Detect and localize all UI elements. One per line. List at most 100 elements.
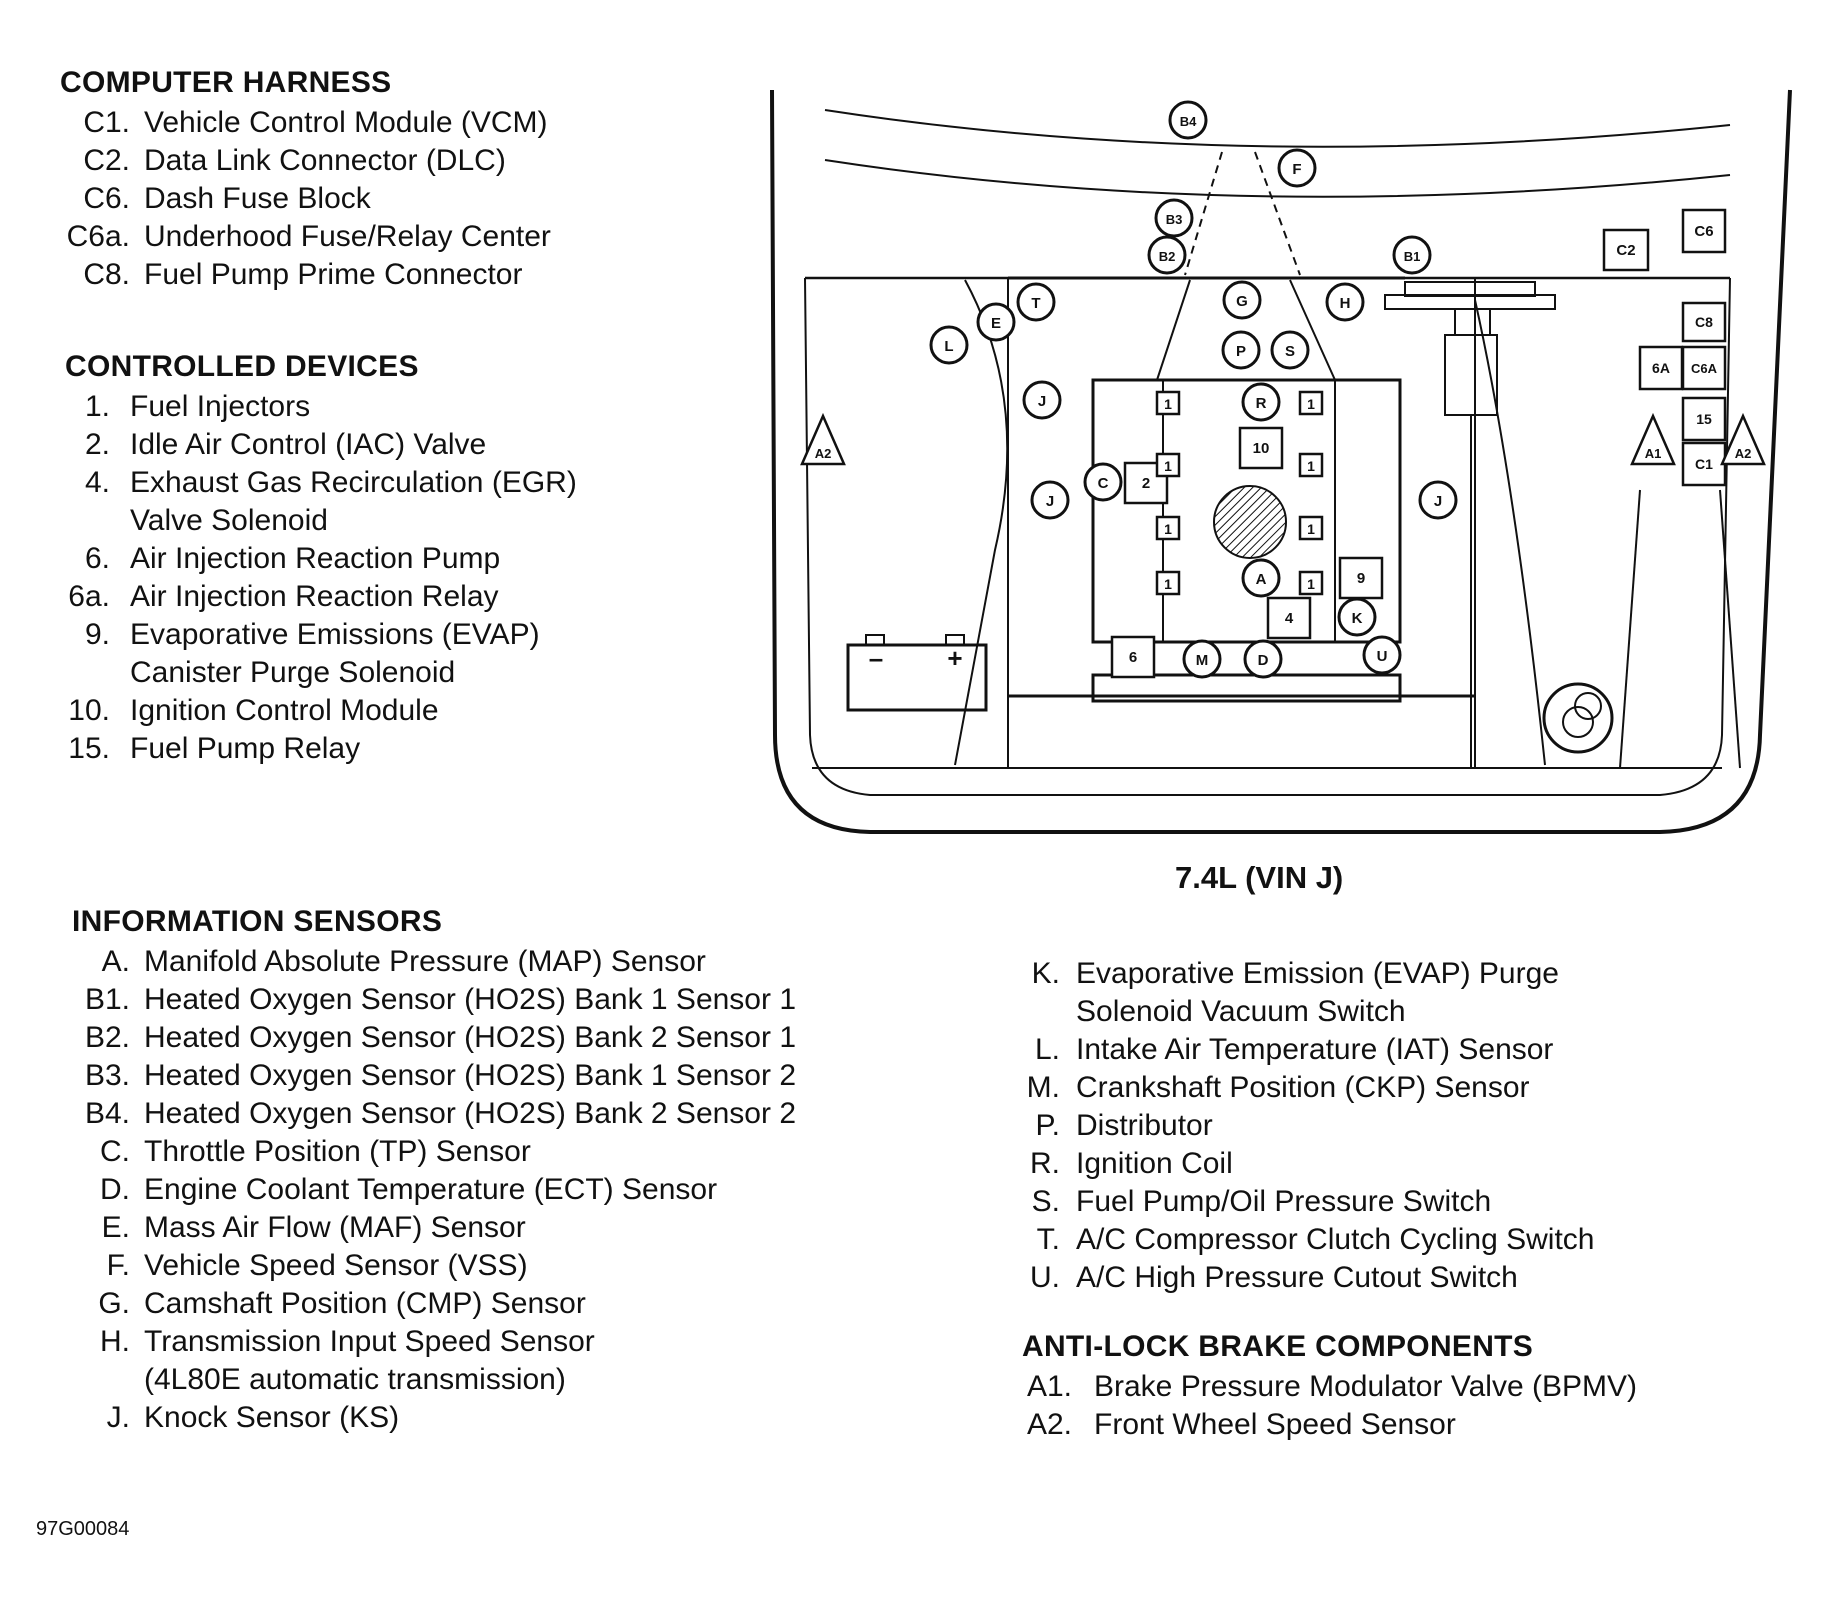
sensor-marker-g (1222, 280, 1262, 320)
list-item: 2. Idle Air Control (IAC) Valve (65, 426, 577, 464)
item-text: Heated Oxygen Sensor (HO2S) Bank 2 Senso… (144, 1097, 797, 1130)
abs-components-heading: ANTI-LOCK BRAKE COMPONENTS (1022, 1330, 1534, 1363)
brake-master-cylinder (1444, 334, 1498, 416)
component-box-9 (1338, 556, 1384, 600)
item-text: Ignition Coil (1076, 1147, 1233, 1180)
item-key: 15. (68, 732, 110, 765)
sensor-marker-t (1016, 282, 1056, 322)
list-item: D.Engine Coolant Temperature (ECT) Senso… (72, 1171, 796, 1209)
battery-terminal-neg (865, 634, 885, 646)
computer-harness-section: COMPUTER HARNESS C1.Vehicle Control Modu… (60, 66, 551, 294)
fuel-injector-label: 1 (1164, 458, 1172, 474)
sensor-marker-j1 (1022, 380, 1062, 420)
coolant-cap-top (1574, 692, 1602, 720)
inner-outline (804, 277, 1731, 796)
information-sensors-cont-list: K.Evaporative Emission (EVAP) Purge Sole… (1020, 955, 1595, 1297)
list-item: E.Mass Air Flow (MAF) Sensor (72, 1209, 796, 1247)
list-item: 10.Ignition Control Module (65, 692, 577, 730)
brake-assembly-top (1384, 294, 1556, 310)
component-box-6 (1110, 635, 1156, 679)
list-item: A1.Brake Pressure Modulator Valve (BPMV) (1022, 1368, 1637, 1406)
list-item: F.Vehicle Speed Sensor (VSS) (72, 1247, 796, 1285)
fuel-injector-label: 1 (1164, 576, 1172, 592)
item-key: R. (1030, 1147, 1060, 1180)
component-box-c6a (1681, 345, 1727, 391)
list-item: T.A/C Compressor Clutch Cycling Switch (1020, 1221, 1595, 1259)
component-box-c8 (1681, 301, 1727, 343)
battery-plus-label: + (947, 643, 962, 673)
fuel-injector (1298, 570, 1324, 596)
sensor-marker-label-j3: J (1434, 493, 1442, 510)
item-key: C6a. (66, 220, 130, 253)
item-key: 6. (84, 542, 110, 575)
sensor-marker-label-b4: B4 (1180, 114, 1197, 129)
battery-minus-label: – (869, 643, 883, 673)
list-item: B4.Heated Oxygen Sensor (HO2S) Bank 2 Se… (72, 1095, 796, 1133)
battery-terminal-pos (945, 634, 965, 646)
item-text: Front Wheel Speed Sensor (1094, 1408, 1456, 1441)
component-box-label-c1: C1 (1695, 456, 1713, 472)
item-key: G. (98, 1287, 130, 1320)
intake-manifold (1162, 379, 1336, 643)
item-key: B1. (84, 983, 130, 1016)
item-text: A/C Compressor Clutch Cycling Switch (1076, 1223, 1595, 1256)
item-text: Idle Air Control (IAC) Valve (130, 428, 487, 461)
abs-marker-label-a1: A1 (1645, 446, 1662, 461)
item-key: C2. (83, 144, 130, 177)
component-box-c6 (1681, 208, 1727, 254)
list-item: C.Throttle Position (TP) Sensor (72, 1133, 796, 1171)
sensor-marker-label-m: M (1196, 652, 1209, 669)
list-item: C2.Data Link Connector (DLC) (60, 142, 551, 180)
item-text: Evaporative Emissions (EVAP) Canister Pu… (130, 618, 540, 689)
component-box-4 (1266, 596, 1312, 640)
sensor-marker-s (1270, 330, 1310, 370)
sensor-marker-label-j1: J (1038, 393, 1046, 410)
list-item: C6a. Underhood Fuse/Relay Center (60, 218, 551, 256)
abs-components-list: A1.Brake Pressure Modulator Valve (BPMV)… (1022, 1368, 1637, 1444)
list-item: 4.Exhaust Gas Recirculation (EGR) Valve … (65, 464, 577, 540)
fuse-area-line (1719, 489, 1741, 769)
sensor-marker-label-e: E (991, 315, 1001, 332)
list-item: U.A/C High Pressure Cutout Switch (1020, 1259, 1594, 1297)
item-key: 2. (84, 428, 110, 461)
list-item: A.Manifold Absolute Pressure (MAP) Senso… (72, 943, 796, 981)
sensor-marker-p (1221, 330, 1261, 370)
abs-marker-a2l (800, 412, 846, 466)
item-key: B2. (84, 1021, 130, 1054)
list-item: A2.Front Wheel Speed Sensor (1022, 1406, 1637, 1444)
item-key: B3. (84, 1059, 130, 1092)
item-text: Fuel Pump/Oil Pressure Switch (1076, 1185, 1492, 1218)
item-text: Vehicle Speed Sensor (VSS) (144, 1249, 528, 1282)
item-text: Intake Air Temperature (IAT) Sensor (1076, 1033, 1554, 1066)
item-key: M. (1026, 1071, 1060, 1104)
engine-front-plate (1091, 673, 1402, 703)
sensor-marker-label-l: L (944, 338, 953, 355)
sensor-marker-label-a: A (1256, 571, 1267, 588)
item-text: Heated Oxygen Sensor (HO2S) Bank 1 Senso… (144, 983, 797, 1016)
sensor-marker-label-s: S (1285, 343, 1295, 360)
item-key: 1. (84, 390, 110, 423)
list-item: P.Distributor (1020, 1107, 1594, 1145)
item-key: H. (100, 1325, 130, 1358)
fuel-injector (1298, 452, 1324, 478)
list-item: H.Transmission Input Speed Sensor (4L80E… (72, 1323, 796, 1399)
fuel-injector (1298, 515, 1324, 541)
front-wall-lower (824, 159, 1731, 198)
component-box-10 (1238, 426, 1284, 470)
list-item: C8. Fuel Pump Prime Connector (60, 256, 551, 294)
sensor-marker-label-b3: B3 (1166, 212, 1183, 227)
component-box-label-c2: C2 (1616, 242, 1635, 259)
compartment-outline (770, 89, 1792, 834)
item-text: Vehicle Control Module (VCM) (144, 106, 548, 139)
list-item: C1.Vehicle Control Module (VCM) (60, 104, 551, 142)
front-wall-upper (824, 109, 1731, 148)
right-curve (1474, 299, 1546, 766)
fuel-injector (1298, 390, 1324, 416)
item-text: Throttle Position (TP) Sensor (144, 1135, 531, 1168)
item-text: Underhood Fuse/Relay Center (144, 220, 551, 253)
list-item: 6a.Air Injection Reaction Relay (65, 578, 577, 616)
list-item: 9.Evaporative Emissions (EVAP) Canister … (65, 616, 577, 692)
item-key: C8. (83, 258, 130, 291)
item-text: Fuel Pump Prime Connector (144, 258, 523, 291)
